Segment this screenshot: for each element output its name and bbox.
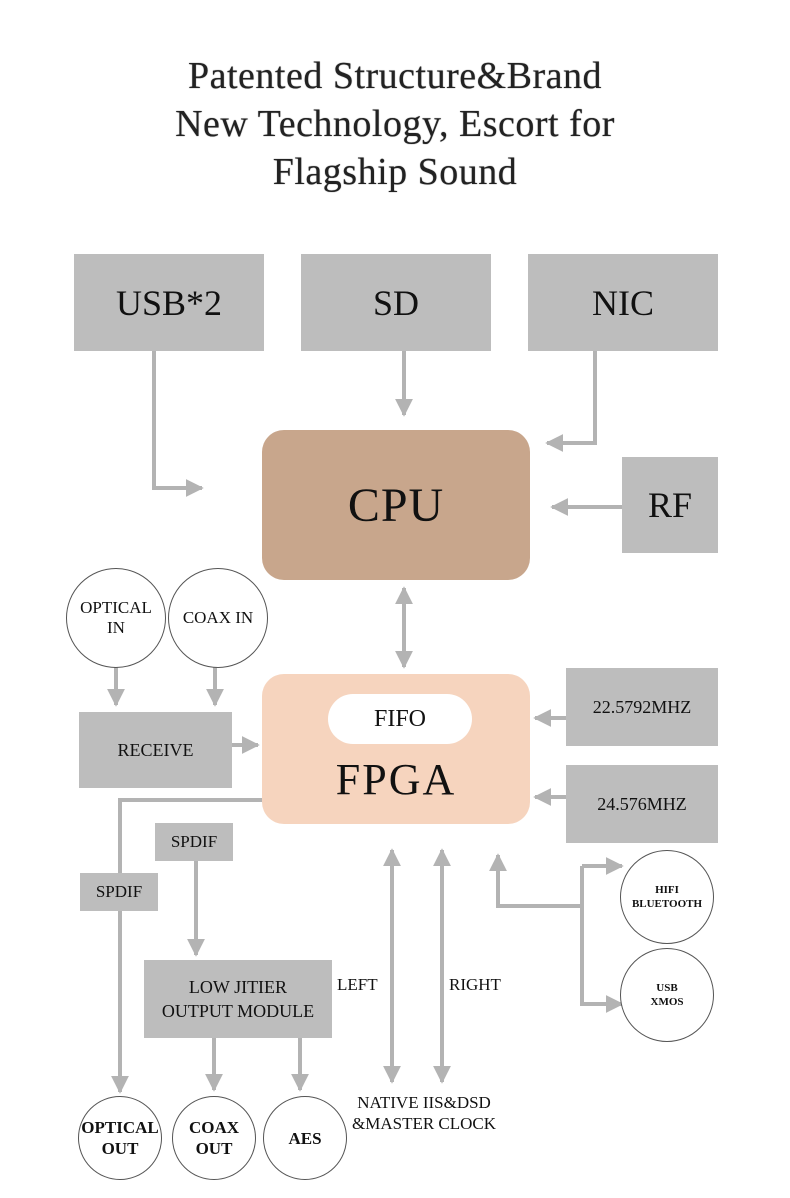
nic-block: NIC: [528, 254, 718, 351]
clock-22-block: 22.5792MHZ: [566, 668, 718, 746]
sd-block: SD: [301, 254, 491, 351]
fifo-label: FIFO: [328, 694, 472, 744]
title-line-3: Flagship Sound: [272, 151, 518, 193]
arrow-nic-to-cpu: [545, 351, 597, 452]
fpga-block: FIFO FPGA: [262, 674, 530, 824]
arrow-fpga-to-optical-out: [111, 798, 262, 1094]
title-line-2: New Technology, Escort for: [175, 103, 615, 145]
arrow-usb-to-cpu: [152, 351, 204, 497]
optical-in-port: OPTICAL IN: [66, 568, 166, 668]
native-iis-dsd-label: NATIVE IIS&DSD &MASTER CLOCK: [352, 1093, 497, 1133]
diagram-title: Patented Structure&Brand New Technology,…: [0, 52, 790, 196]
title-line-1: Patented Structure&Brand: [187, 55, 603, 97]
coax-in-port: COAX IN: [168, 568, 268, 668]
spdif-label-inner: SPDIF: [155, 823, 233, 861]
usb-block: USB*2: [74, 254, 264, 351]
fpga-label: FPGA: [335, 755, 457, 804]
clock-24-block: 24.576MHZ: [566, 765, 718, 843]
low-jitter-output-module: LOW JITIER OUTPUT MODULE: [144, 960, 332, 1038]
usb-xmos-module: USB XMOS: [620, 948, 714, 1042]
aes-out-port: AES: [263, 1096, 347, 1180]
arrow-bt-xmos-to-fpga: [489, 853, 584, 908]
hifi-bluetooth-module: HIFI BLUETOOTH: [620, 850, 714, 944]
right-channel-label: RIGHT: [449, 975, 501, 994]
coax-out-port: COAX OUT: [172, 1096, 256, 1180]
rf-block: RF: [622, 457, 718, 553]
spdif-label-outer: SPDIF: [80, 873, 158, 911]
receive-block: RECEIVE: [79, 712, 232, 788]
optical-out-port: OPTICAL OUT: [78, 1096, 162, 1180]
arrow-to-xmos: [580, 906, 624, 1013]
cpu-block: CPU: [262, 430, 530, 580]
left-channel-label: LEFT: [337, 975, 378, 994]
